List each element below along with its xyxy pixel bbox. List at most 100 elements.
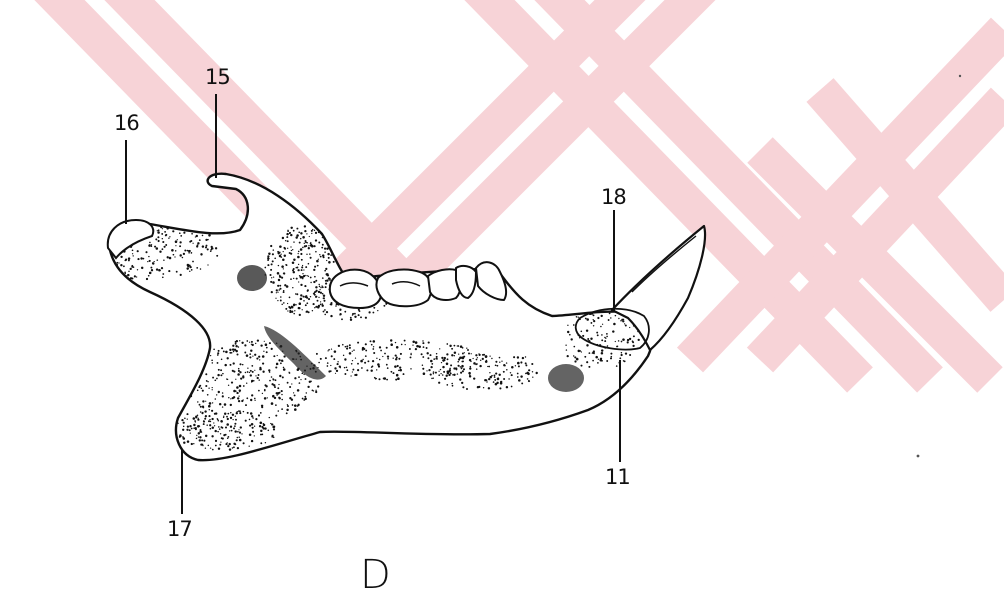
stipple-dot [300,298,303,301]
stipple-dot [346,348,348,350]
stipple-dot [181,419,183,421]
stipple-dot [179,436,181,438]
stipple-dot [202,400,204,402]
stipple-dot [262,427,264,429]
stipple-dot [353,349,355,351]
stipple-dot [189,425,191,427]
stipple-dot [528,380,530,382]
stipple-dot [190,378,191,379]
stipple-dot [235,379,236,380]
stipple-dot [318,242,320,244]
stipple-dot [624,360,626,362]
stipple-dot [260,344,262,346]
stipple-dot [582,335,584,337]
stipple-dot [189,266,191,268]
stipple-dot [182,429,184,431]
stipple-dot [363,348,365,350]
stipple-dot [305,311,306,312]
stipple-dot [272,281,275,284]
stipple-dot [365,317,367,319]
stipple-dot [194,380,196,382]
stipple-dot [234,423,236,425]
stipple-dot [466,388,468,390]
stipple-dot [206,245,208,247]
stipple-dot [301,259,303,261]
stipple-dot [162,228,163,229]
stipple-dot [242,364,244,366]
stipple-dot [586,329,588,331]
stipple-dot [225,351,228,354]
stipple-dot [105,233,106,234]
stipple-dot [186,267,188,269]
stipple-dot [89,253,91,255]
stipple-dot [184,391,186,393]
stipple-dot [305,241,307,243]
stipple-dot [160,226,162,228]
stipple-dot [565,345,566,346]
stipple-dot [208,234,211,237]
stipple-dot [266,351,268,353]
stipple-dot [379,378,381,380]
stipple-dot [398,370,400,372]
stipple-dot [298,405,299,406]
stipple-dot [464,352,465,353]
stipple-dot [318,297,319,298]
stipple-dot [290,234,292,236]
stipple-dot [601,315,603,317]
stipple-dot [191,269,193,271]
stipple-dot [281,390,283,392]
stipple-dot [177,239,178,240]
stipple-dot [274,355,276,357]
stipple-dot [285,240,286,241]
stipple-dot [200,411,202,413]
stipple-dot [235,430,237,432]
label-17: 17 [167,517,192,541]
stipple-dot [222,373,224,375]
stipple-dot [436,356,438,358]
stipple-dot [395,355,397,357]
stipple-dot [234,425,236,427]
stipple-dot [283,355,285,357]
stipple-dot [517,373,519,375]
stipple-dot [202,390,204,392]
stipple-dot [226,416,228,418]
stipple-dot [525,364,527,366]
stipple-dot [352,360,353,361]
stipple-dot [251,423,254,426]
stipple-dot [601,349,603,351]
stipple-dot [232,447,233,448]
stipple-dot [237,447,239,449]
stipple-dot [309,381,311,383]
stipple-dot [191,233,193,235]
stipple-dot [327,253,329,255]
stipple-dot [567,331,569,333]
stipple-dot [237,373,240,376]
stipple-dot [154,261,155,262]
stipple-dot [358,314,360,316]
stipple-dot [520,375,522,377]
stipple-dot [225,443,227,445]
stipple-dot [297,269,299,271]
stipple-dot [493,381,495,383]
stipple-dot [395,342,396,343]
stipple-dot [310,296,311,297]
stipple-dot [280,256,282,258]
stipple-dot [423,346,425,348]
stipple-dot [618,340,620,342]
stipple-dot [298,253,299,254]
stipple-dot [377,363,380,366]
stipple-dot [220,369,222,371]
stipple-dot [235,345,237,347]
stipple-dot [324,251,326,253]
stipple-dot [224,403,227,406]
stipple-dot [241,342,243,344]
stipple-dot [482,358,484,360]
stipple-dot [293,268,295,270]
stipple-dot [587,338,589,340]
stipple-dot [488,387,490,389]
stipple-dot [267,259,269,261]
stipple-dot [254,398,256,400]
stipple-dot [188,252,190,254]
stipple-dot [196,435,197,436]
stipple-dot [279,276,281,278]
